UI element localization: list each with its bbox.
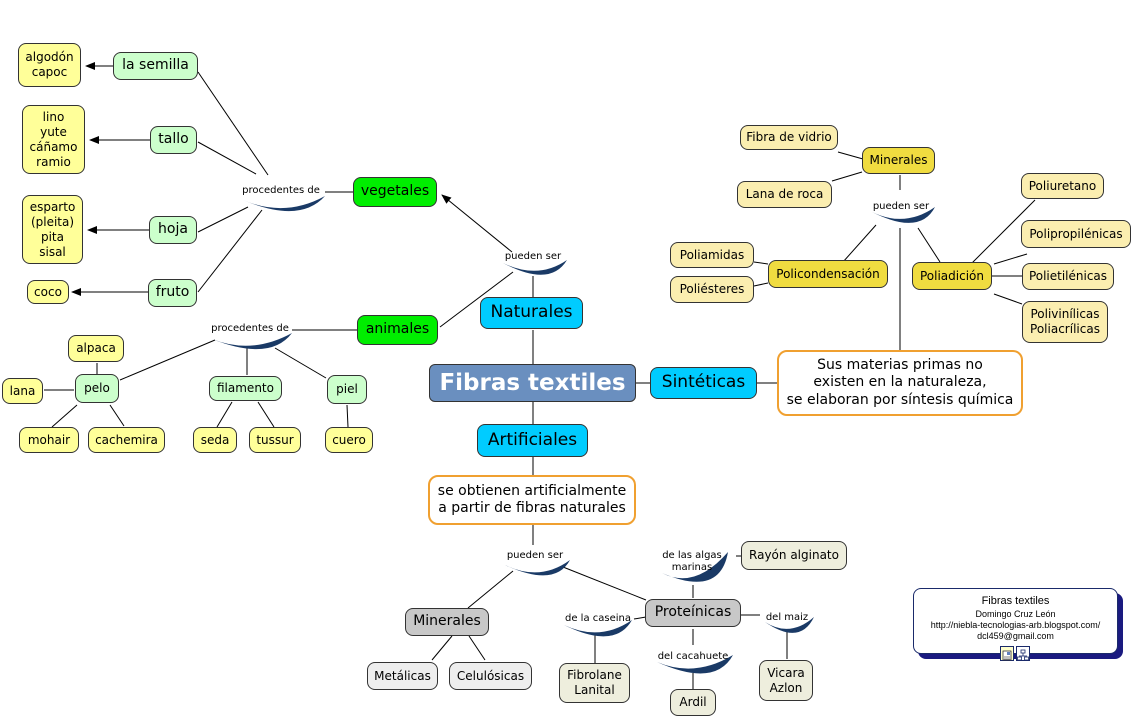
link-de-las-algas: de las algas marinas — [662, 550, 722, 573]
node-esparto[interactable]: esparto (pleita) pita sisal — [22, 195, 83, 264]
concept-map-icon[interactable] — [1016, 646, 1030, 661]
node-la-semilla[interactable]: la semilla — [113, 52, 198, 80]
node-celulosicas[interactable]: Celulósicas — [449, 662, 532, 690]
link-procedentes-vegetales: procedentes de — [242, 185, 320, 196]
node-rayon[interactable]: Rayón alginato — [741, 541, 847, 570]
node-sint-minerales[interactable]: Minerales — [862, 147, 935, 174]
node-fibrolane[interactable]: Fibrolane Lanital — [559, 663, 630, 703]
credits-author: Domingo Cruz León — [975, 608, 1056, 619]
credits-email[interactable]: dcl459@gmail.com — [977, 631, 1054, 642]
node-lana[interactable]: lana — [2, 378, 43, 404]
node-hoja[interactable]: hoja — [149, 216, 197, 244]
credits-title: Fibras textiles — [981, 595, 1050, 607]
arc-caseina — [564, 620, 632, 637]
category-artificiales[interactable]: Artificiales — [477, 424, 588, 457]
node-poliuretano[interactable]: Poliuretano — [1021, 173, 1104, 199]
node-policondensacion[interactable]: Policondensación — [768, 260, 888, 288]
node-cuero[interactable]: cuero — [325, 427, 373, 453]
node-polivinilicas[interactable]: Polivinílicas Poliacrílicas — [1022, 301, 1108, 343]
link-de-la-caseina: de la caseina — [565, 613, 631, 624]
arc-procedentes-ani — [212, 333, 292, 350]
category-naturales[interactable]: Naturales — [480, 297, 583, 329]
link-del-maiz: del maiz — [765, 612, 809, 623]
node-vegetales[interactable]: vegetales — [353, 177, 437, 207]
node-proteinicas[interactable]: Proteínicas — [645, 599, 741, 627]
node-polietilenicas[interactable]: Polietilénicas — [1022, 263, 1114, 290]
node-art-minerales[interactable]: Minerales — [405, 608, 489, 636]
node-pelo[interactable]: pelo — [75, 374, 119, 403]
node-lana-roca[interactable]: Lana de roca — [737, 181, 832, 208]
node-fruto[interactable]: fruto — [148, 279, 197, 307]
node-alpaca[interactable]: alpaca — [68, 335, 124, 362]
node-algodon[interactable]: algodón capoc — [18, 43, 81, 87]
node-polipropilenicas[interactable]: Polipropilénicas — [1021, 220, 1131, 248]
link-pueden-ser-artificiales: pueden ser — [506, 550, 564, 561]
node-poliamidas[interactable]: Poliamidas — [670, 242, 754, 268]
node-cachemira[interactable]: cachemira — [88, 427, 165, 453]
root-node[interactable]: Fibras textiles — [429, 364, 636, 402]
sinteticas-description: Sus materias primas no existen en la nat… — [777, 350, 1023, 416]
arc-procedentes-veg — [243, 196, 325, 212]
node-lino[interactable]: lino yute cáñamo ramio — [22, 105, 85, 174]
arc-algas — [662, 552, 728, 582]
arc-pueden-ser-sint — [872, 207, 935, 223]
node-ardil[interactable]: Ardil — [670, 689, 716, 716]
node-mohair[interactable]: mohair — [19, 427, 79, 453]
link-pueden-ser-naturales: pueden ser — [504, 251, 562, 262]
node-tallo[interactable]: tallo — [150, 126, 197, 154]
node-coco[interactable]: coco — [27, 280, 69, 304]
node-poliadicion[interactable]: Poliadición — [912, 262, 992, 290]
node-tussur[interactable]: tussur — [249, 427, 301, 453]
link-procedentes-animales: procedentes de — [211, 323, 289, 334]
credits-box: Fibras textiles Domingo Cruz León http:/… — [913, 588, 1118, 654]
link-pueden-ser-sinteticas: pueden ser — [872, 201, 930, 212]
node-poliesteres[interactable]: Poliésteres — [670, 276, 754, 303]
arc-pueden-ser-nat — [503, 260, 567, 275]
arc-cacahuete — [657, 655, 733, 674]
node-seda[interactable]: seda — [193, 427, 237, 453]
artificiales-description: se obtienen artificialmente a partir de … — [428, 475, 636, 525]
resource-document-icon[interactable] — [1000, 646, 1014, 661]
category-sinteticas[interactable]: Sintéticas — [650, 367, 757, 399]
arc-maiz — [765, 617, 814, 633]
node-metalicas[interactable]: Metálicas — [367, 662, 438, 690]
arc-pueden-ser-art — [505, 560, 570, 576]
node-fibra-vidrio[interactable]: Fibra de vidrio — [740, 125, 838, 150]
link-del-cacahuete: del cacahuete — [657, 651, 729, 662]
node-animales[interactable]: animales — [357, 315, 438, 345]
node-filamento[interactable]: filamento — [209, 376, 282, 401]
node-piel[interactable]: piel — [327, 375, 367, 404]
credits-url[interactable]: http://niebla-tecnologias-arb.blogspot.c… — [930, 620, 1101, 630]
node-vicara[interactable]: Vicara Azlon — [759, 660, 813, 701]
